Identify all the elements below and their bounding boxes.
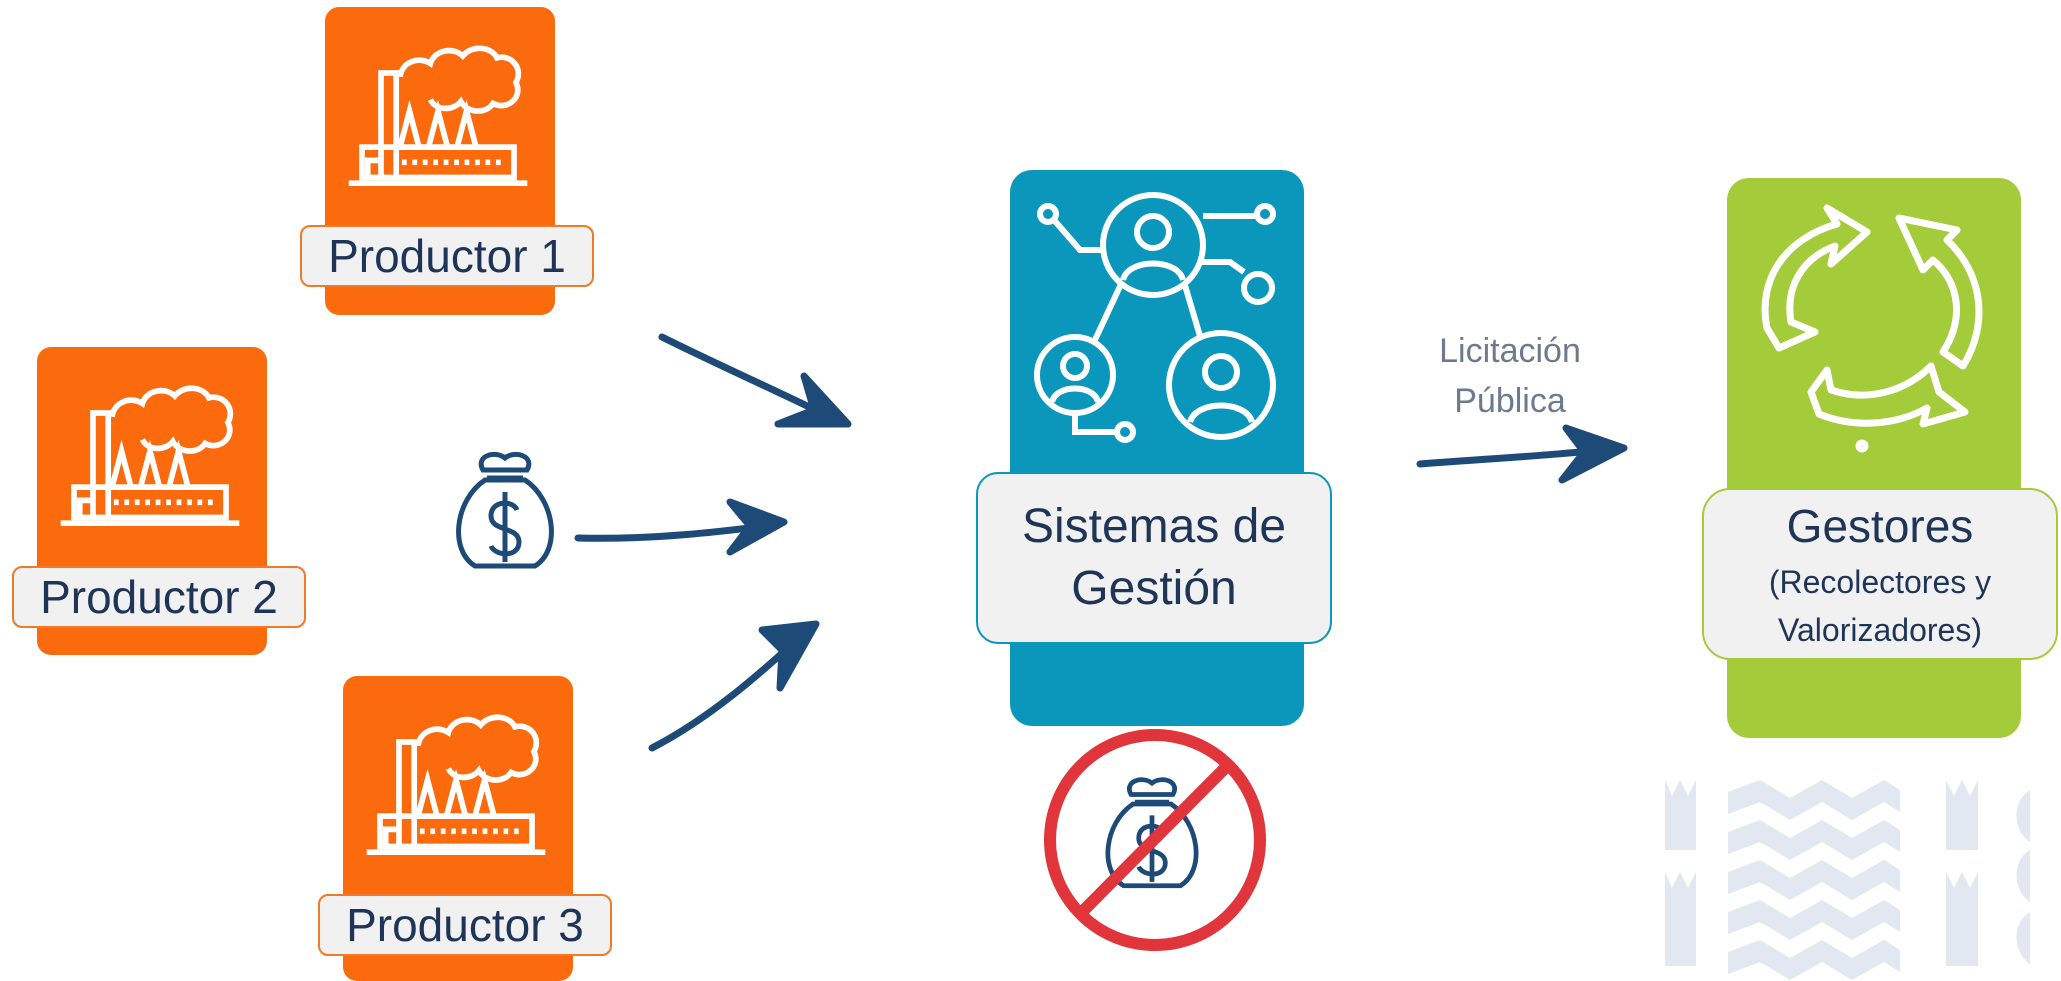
productor-3-label: Productor 3 [318,894,612,956]
productor-1-label: Productor 1 [300,225,594,287]
factory-icon [343,676,573,916]
arrow-p1 [658,333,844,426]
arrow-p1-head [774,372,852,428]
arrow-licitacion-head [1558,424,1628,484]
arrow-p3 [648,624,814,752]
arrow-p2 [574,520,784,542]
sistemas-label: Sistemas de Gestión [976,472,1332,644]
recycle-icon [1761,204,1983,453]
productor-2-label: Productor 2 [12,566,306,628]
arrow-p3-head [758,620,820,692]
gestores-line1: (Recolectores y [1768,564,1992,600]
factory-icon [37,347,267,587]
licitacion-line2: Pública [1454,382,1566,420]
arrow-licitacion [1416,444,1624,468]
sistemas-line2: Gestión [1071,562,1237,615]
gestores-line2: Valorizadores) [1778,612,1982,648]
factory-icon [325,7,555,247]
arrow-p2-head [726,498,788,556]
licitacion-line1: Licitación [1439,332,1581,370]
licitacion-text: Licitación Pública [1400,326,1620,426]
gestores-title: Gestores [1786,500,1974,552]
money-bag-icon [459,454,552,566]
gestores-label: Gestores (Recolectores y Valorizadores) [1702,488,2058,660]
network-people-icon [1034,192,1276,443]
sistemas-line1: Sistemas de [1021,500,1287,553]
